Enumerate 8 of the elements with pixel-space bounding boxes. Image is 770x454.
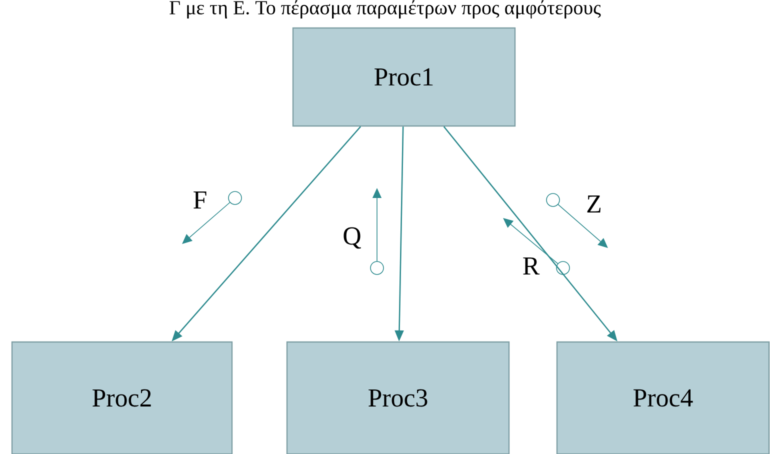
- parameter-label: F: [194, 192, 206, 208]
- parameter-label: Z: [587, 196, 600, 212]
- process-box: Proc2: [11, 341, 233, 454]
- process-box: Proc1: [292, 27, 516, 127]
- parameter-label: Q: [344, 227, 361, 249]
- process-box: Proc3: [286, 341, 510, 454]
- process-box: Proc4: [556, 341, 770, 454]
- parameter-label: R: [523, 258, 540, 274]
